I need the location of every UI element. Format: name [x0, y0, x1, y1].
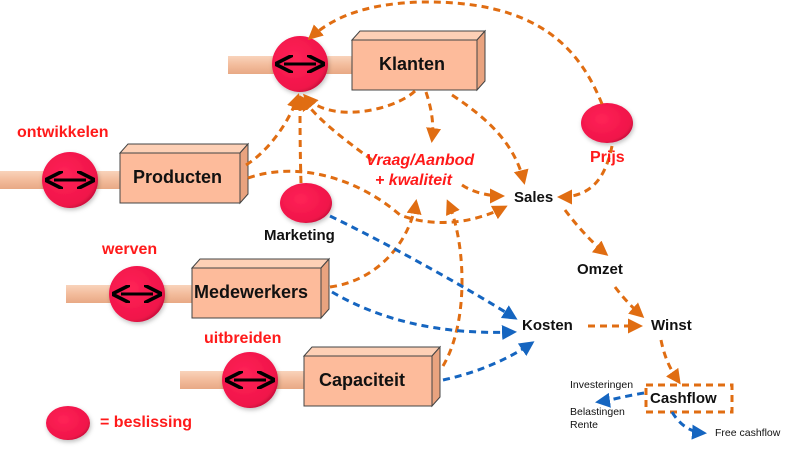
arrow-medewerkers-to-kosten: [331, 290, 517, 340]
entity-box-medewerkers[interactable]: [190, 257, 331, 320]
node-winst: Winst: [651, 317, 692, 334]
node-free-cashflow: Free cashflow: [715, 427, 781, 439]
node-belastingen: Belastingen: [570, 406, 625, 418]
decision-marketing[interactable]: [280, 183, 332, 223]
legend-label: = beslissing: [100, 414, 193, 431]
node-rente: Rente: [570, 419, 599, 431]
arrow-marketing-to-klanten: [292, 95, 308, 184]
arrow-cashflow-to-free: [670, 411, 707, 440]
decision-label-prijs: Prijs: [590, 149, 625, 166]
arrow-capaciteit-to-kosten: [442, 341, 535, 382]
arrow-capaciteit-to-vraag: [441, 199, 464, 367]
node-sales: Sales: [514, 189, 554, 206]
node-kwaliteit: + kwaliteit: [375, 172, 452, 189]
arrow-producten-to-sales: [247, 169, 508, 225]
arrow-vraag-to-sales: [461, 183, 505, 204]
entity-box-klanten[interactable]: [350, 29, 487, 92]
entity-label-klanten: Klanten: [379, 54, 446, 74]
decision-label-uitbreiden: uitbreiden: [204, 330, 282, 347]
entity-label-medewerkers: Medewerkers: [194, 282, 309, 302]
arrow-klanten-to-sales: [451, 93, 529, 185]
blue-arrows: [329, 214, 707, 440]
node-cashflow: Cashflow: [650, 390, 717, 407]
arrow-klanten-to-vraag: [424, 91, 442, 143]
arrow-producten-to-klanten: [245, 93, 302, 167]
arrow-sales-to-omzet: [563, 209, 609, 256]
arrow-klanten-to-decision: [303, 89, 417, 114]
arrow-prijs-to-klanten: [307, 0, 604, 105]
arrow-prijs-to-sales: [557, 145, 614, 205]
entity-label-capaciteit: Capaciteit: [319, 370, 406, 390]
arrow-cashflow-to-belastingen: [595, 391, 645, 408]
entity-box-capaciteit[interactable]: [302, 345, 442, 408]
arrow-winst-to-cashflow: [659, 339, 681, 385]
node-marketing: Marketing: [264, 227, 335, 244]
arrow-vraag-to-klanten: [300, 95, 373, 162]
legend-decision-icon: [46, 406, 90, 440]
decision-prijs[interactable]: [581, 103, 633, 143]
arrow-omzet-to-winst: [613, 286, 645, 318]
arrow-marketing-to-kosten: [329, 214, 518, 320]
node-kosten: Kosten: [522, 317, 573, 334]
entity-box-producten[interactable]: [118, 142, 250, 205]
node-omzet: Omzet: [577, 261, 623, 278]
arrow-medewerkers-to-vraag: [329, 199, 422, 289]
node-investeringen: Investeringen: [570, 379, 634, 391]
decision-label-werven: werven: [102, 241, 158, 258]
node-vraag-aanbod: Vraag/Aanbod: [366, 152, 475, 169]
orange-arrows: [245, 0, 681, 385]
cashflow-box[interactable]: [644, 383, 734, 414]
decision-label-ontwikkelen: ontwikkelen: [17, 124, 109, 141]
entity-label-producten: Producten: [133, 167, 223, 187]
